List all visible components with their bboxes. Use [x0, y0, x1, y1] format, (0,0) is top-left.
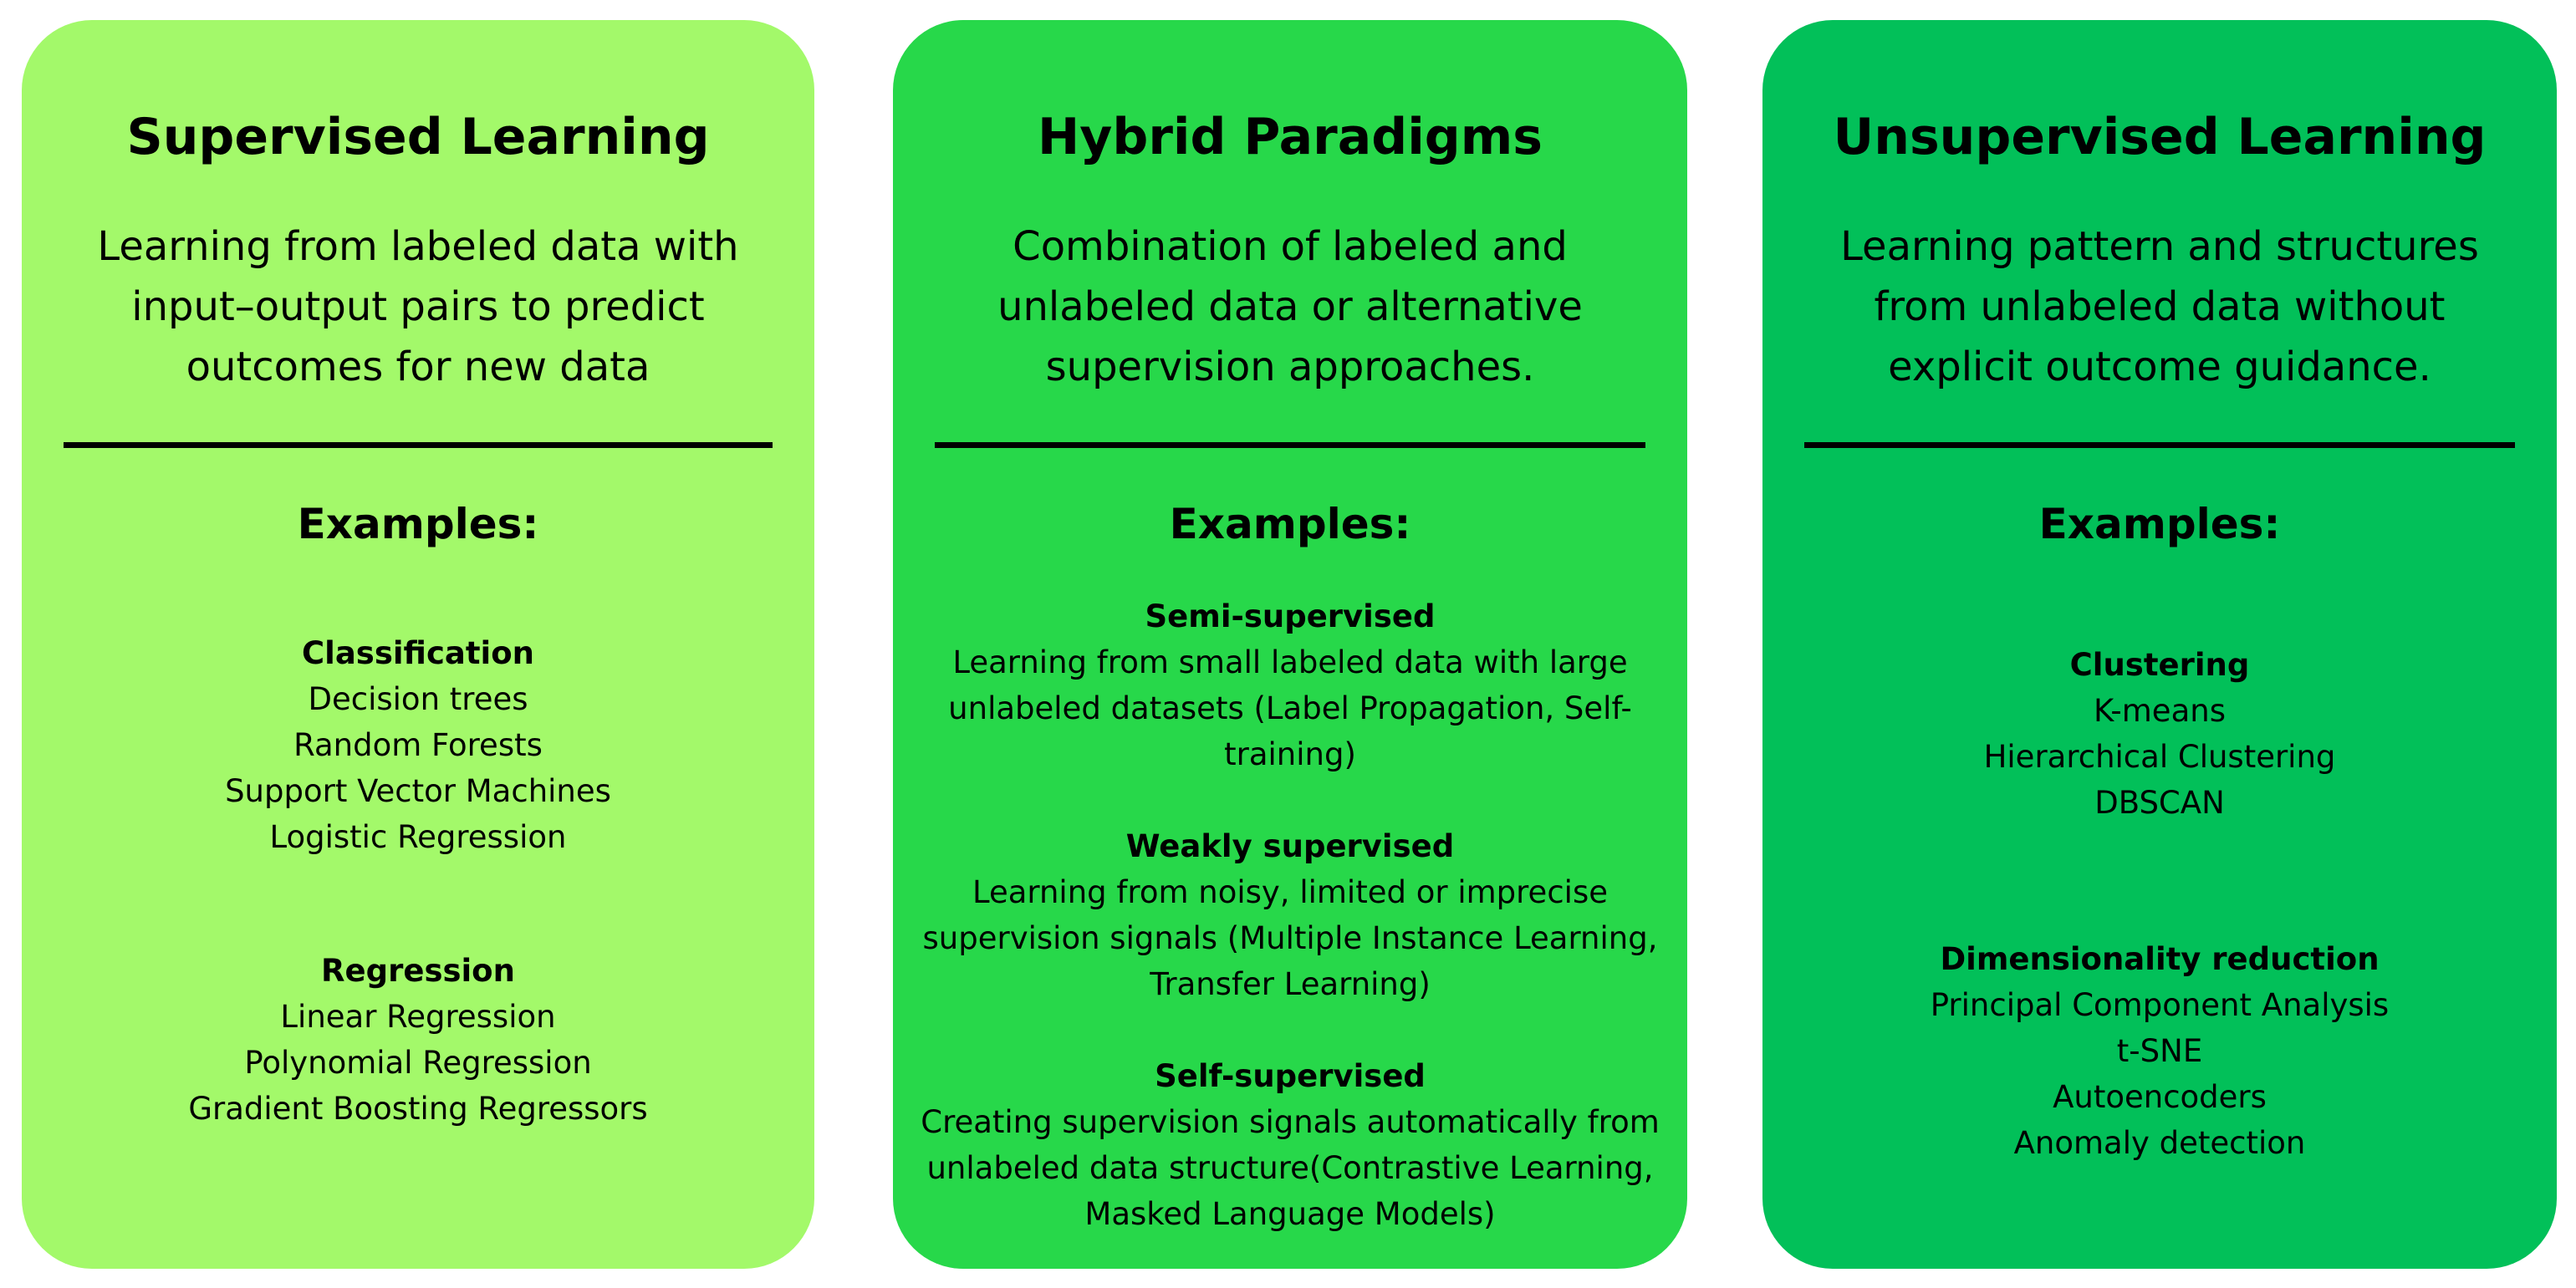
list-item: t-SNE	[2116, 1033, 2203, 1069]
group-title: Regression	[321, 953, 515, 989]
list-item: Anomaly detection	[2013, 1125, 2306, 1161]
examples-heading: Examples:	[1169, 500, 1411, 548]
card-title: Supervised Learning	[126, 108, 710, 166]
list-item: Logistic Regression	[269, 819, 567, 855]
example-group-classification: Classification Decision trees Random For…	[38, 630, 798, 860]
list-item: Linear Regression	[280, 999, 556, 1035]
list-item: Decision trees	[308, 681, 528, 717]
examples-heading: Examples:	[2038, 500, 2281, 548]
list-item: K-means	[2094, 693, 2226, 729]
card-description: Learning from labeled data with input–ou…	[97, 223, 739, 390]
example-group-regression: Regression Linear Regression Polynomial …	[38, 948, 798, 1132]
supervised-learning-card: Supervised Learning Learning from labele…	[22, 20, 814, 1269]
example-group-weakly-supervised: Weakly supervised Learning from noisy, l…	[893, 823, 1687, 1007]
list-item: Principal Component Analysis	[1930, 987, 2390, 1023]
example-group-semi-supervised: Semi-supervised Learning from small labe…	[893, 593, 1687, 777]
divider	[64, 442, 773, 448]
group-title: Self-supervised	[1155, 1058, 1426, 1094]
list-item: Random Forests	[293, 727, 543, 763]
examples-heading: Examples:	[297, 500, 539, 548]
group-title: Dimensionality reduction	[1940, 941, 2380, 977]
card-title: Unsupervised Learning	[1833, 108, 2487, 166]
example-group-dimensionality-reduction: Dimensionality reduction Principal Compo…	[1779, 936, 2540, 1166]
unsupervised-learning-card: Unsupervised Learning Learning pattern a…	[1762, 20, 2557, 1269]
group-title: Classification	[302, 635, 534, 671]
card-description: Combination of labeled and unlabeled dat…	[997, 223, 1583, 390]
divider	[935, 442, 1645, 448]
list-item: Polynomial Regression	[244, 1045, 592, 1081]
list-item: Hierarchical Clustering	[1983, 739, 2336, 775]
group-description: Creating supervision signals automatical…	[921, 1104, 1660, 1232]
group-description: Learning from small labeled data with la…	[948, 644, 1632, 772]
list-item: Autoencoders	[2053, 1079, 2267, 1115]
example-group-self-supervised: Self-supervised Creating supervision sig…	[893, 1053, 1687, 1237]
list-item: Support Vector Machines	[225, 773, 611, 809]
group-description: Learning from noisy, limited or imprecis…	[922, 874, 1658, 1002]
hybrid-paradigms-card: Hybrid Paradigms Combination of labeled …	[893, 20, 1687, 1269]
list-item: DBSCAN	[2094, 785, 2225, 821]
card-title: Hybrid Paradigms	[1038, 108, 1543, 166]
divider	[1804, 442, 2515, 448]
card-description: Learning pattern and structures from unl…	[1840, 223, 2479, 390]
group-title: Weakly supervised	[1125, 828, 1455, 864]
group-title: Semi-supervised	[1145, 598, 1436, 634]
example-group-clustering: Clustering K-means Hierarchical Clusteri…	[1779, 642, 2540, 826]
list-item: Gradient Boosting Regressors	[188, 1091, 648, 1127]
group-title: Clustering	[2069, 647, 2250, 683]
